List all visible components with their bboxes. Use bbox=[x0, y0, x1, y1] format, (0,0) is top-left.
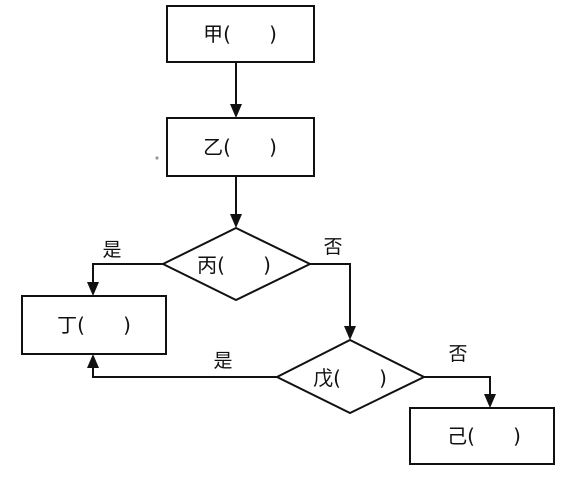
edge-label-wu-yes: 是 bbox=[213, 350, 232, 372]
connectors bbox=[87, 62, 496, 408]
edge-wu-no-ji bbox=[424, 376, 491, 394]
process-box-ding bbox=[21, 295, 167, 355]
scan-speck bbox=[155, 156, 159, 160]
process-box-ji bbox=[409, 407, 555, 465]
arrowhead-bing-wu bbox=[344, 326, 356, 340]
edge-label-wu-no: 否 bbox=[448, 343, 467, 365]
edge-bing-no-wu bbox=[310, 263, 351, 326]
node-ding-label: 丁( ) bbox=[57, 313, 131, 337]
arrowhead-wu-ji bbox=[484, 394, 496, 408]
node-jia: 甲( ) bbox=[166, 5, 315, 63]
node-wu-label: 戊( ) bbox=[313, 366, 387, 390]
node-ji: 己( ) bbox=[409, 407, 555, 465]
arrowhead-jia-yi bbox=[230, 104, 242, 118]
edge-bing-yes-ding bbox=[92, 263, 163, 282]
node-bing-label: 丙( ) bbox=[197, 253, 271, 277]
edge-label-bing-yes: 是 bbox=[102, 239, 121, 261]
process-box-yi bbox=[166, 117, 315, 177]
arrowhead-wu-ding bbox=[87, 354, 99, 368]
edge-wu-yes-ding bbox=[92, 368, 277, 378]
node-wu: 戊( ) bbox=[274, 338, 427, 415]
node-ji-label: 己( ) bbox=[447, 424, 521, 448]
edge-label-bing-no: 否 bbox=[323, 236, 342, 258]
node-jia-label: 甲( ) bbox=[203, 22, 277, 46]
arrowhead-yi-bing bbox=[230, 214, 242, 228]
decision-diamond-bing bbox=[160, 226, 313, 302]
node-yi: 乙( ) bbox=[166, 117, 315, 177]
node-ding: 丁( ) bbox=[21, 295, 167, 355]
arrowhead-bing-ding bbox=[87, 282, 99, 296]
decision-diamond-wu bbox=[274, 338, 427, 415]
process-box-jia bbox=[166, 5, 315, 63]
node-yi-label: 乙( ) bbox=[203, 135, 277, 159]
node-bing: 丙( ) bbox=[160, 226, 313, 302]
